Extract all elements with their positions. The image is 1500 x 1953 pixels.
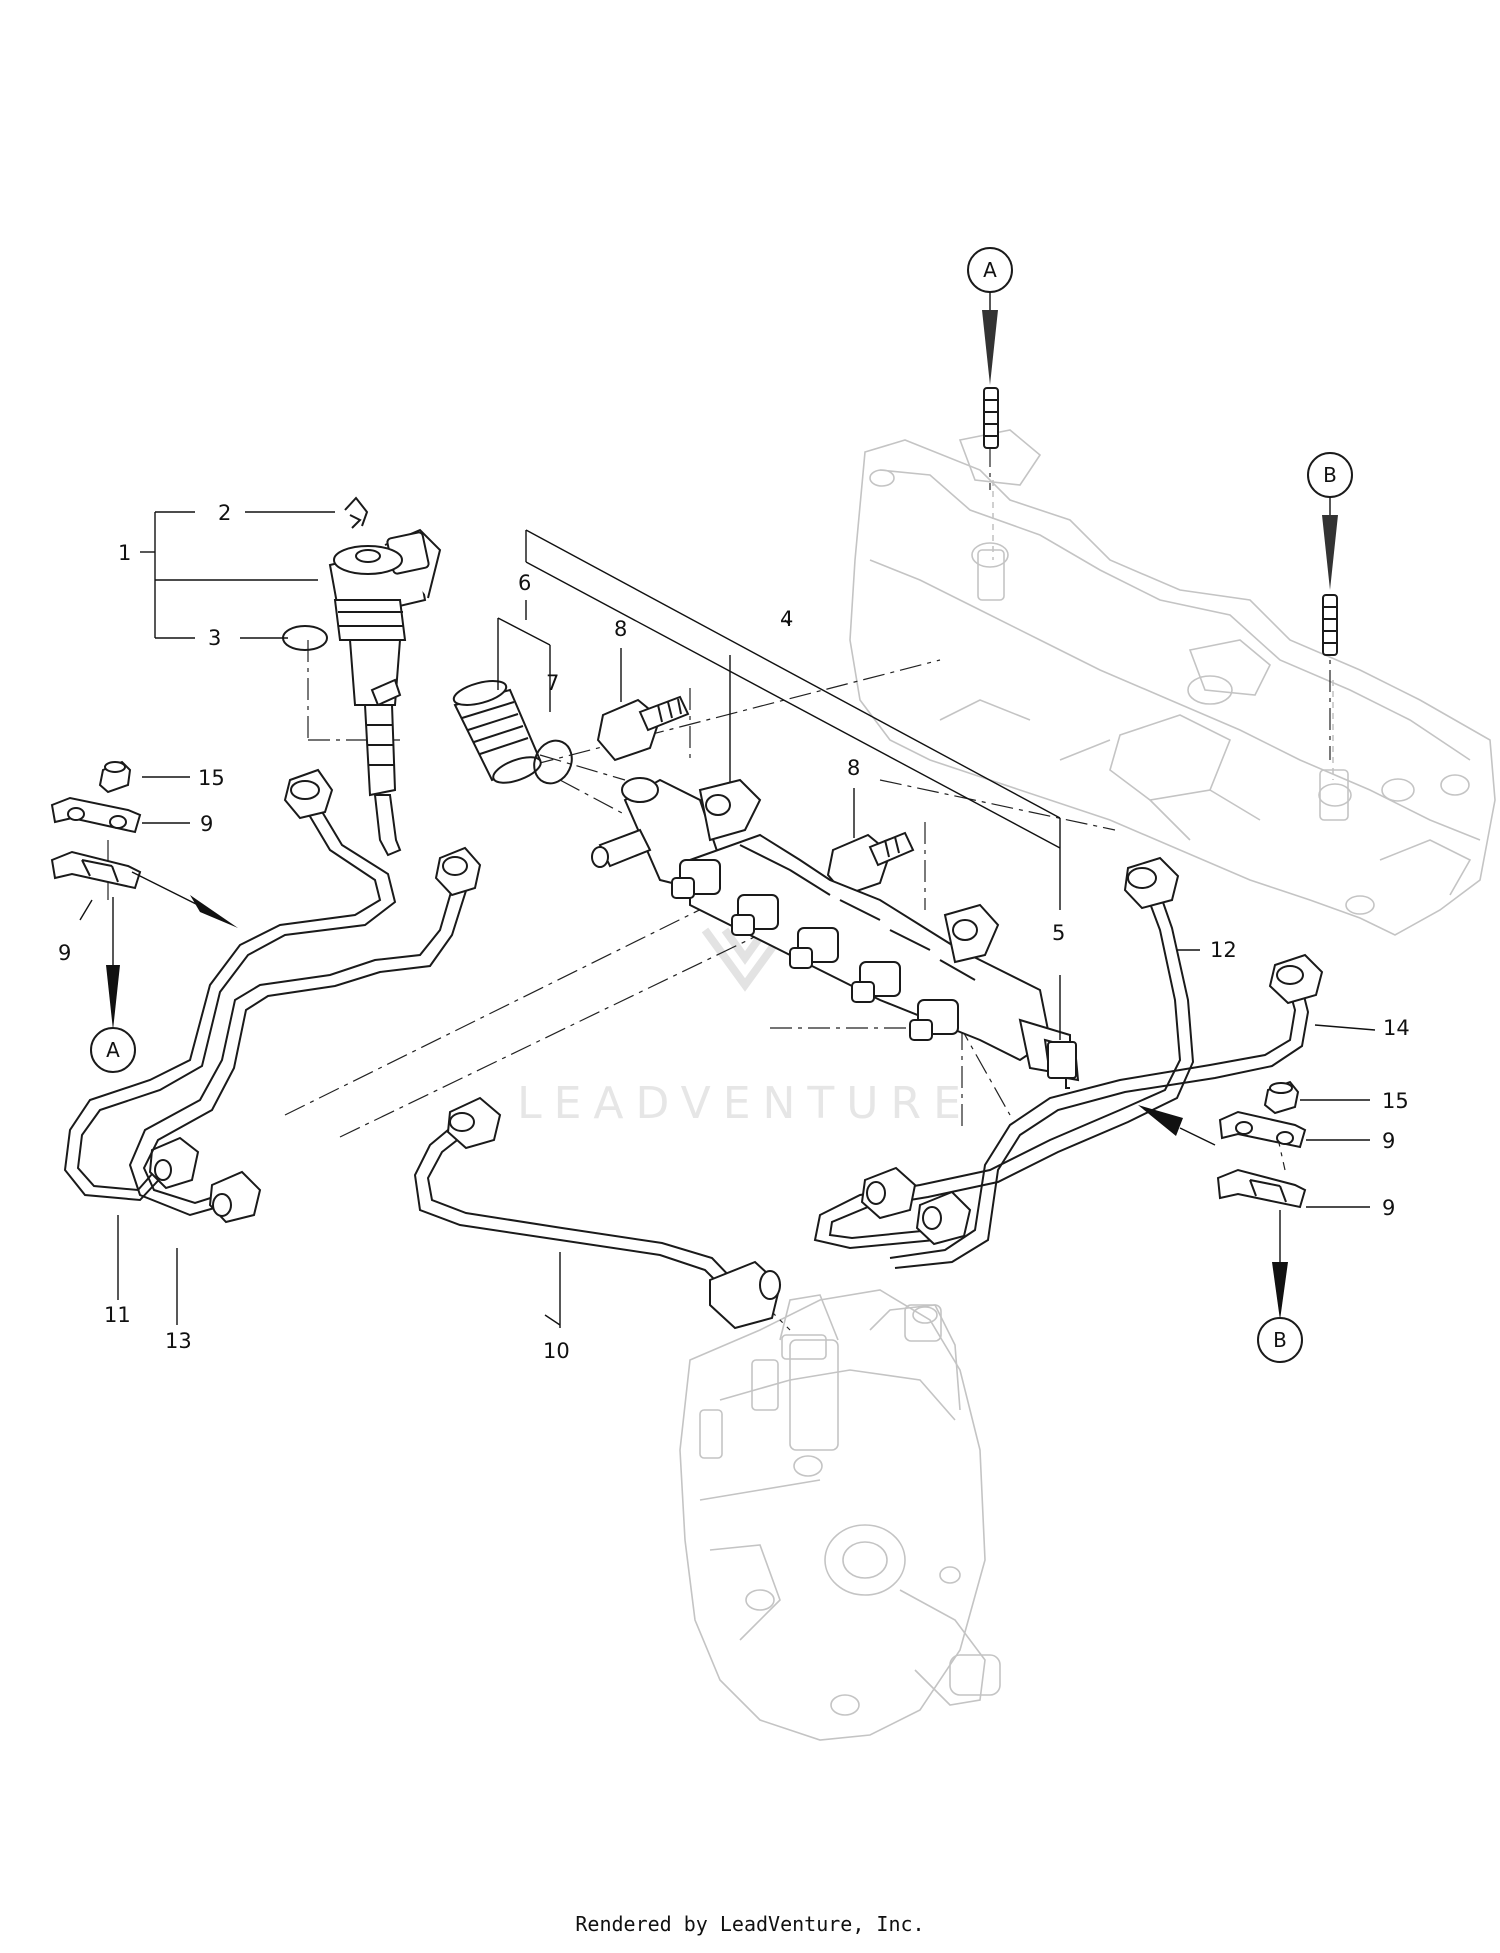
bolt-upper: [596, 695, 690, 762]
label-9-left-top: 9: [200, 812, 213, 836]
label-9-left-bottom: 9: [58, 941, 71, 965]
watermark-text: LEADVENTURE: [517, 1078, 973, 1129]
label-13: 13: [165, 1329, 192, 1353]
clamp-bottom-right: [1216, 1168, 1307, 1209]
rail-port-2: [731, 894, 779, 936]
label-5: 5: [1052, 921, 1065, 945]
clamp-nut-right: [1263, 1080, 1300, 1115]
fuel-line-10-nut-bottom: [709, 1260, 782, 1330]
fuel-line-14-nut-bottom: [915, 1190, 972, 1246]
label-7: 7: [546, 671, 559, 695]
label-15-right: 15: [1382, 1089, 1409, 1113]
callout-a-top: A: [967, 247, 1013, 449]
fuel-line-10-nut-top: [446, 1096, 502, 1150]
bolt-lower: [826, 831, 915, 897]
rail-port-1: [671, 859, 721, 899]
label-14: 14: [1383, 1016, 1410, 1040]
fuel-pump-ghost: [679, 1289, 1001, 1741]
leadventure-watermark: LEADVENTURE: [517, 927, 973, 1129]
rail-port-5: [909, 999, 959, 1041]
cylinder-head-ghost: [849, 429, 1496, 936]
o-ring: [533, 739, 573, 785]
arrow-left-clamp: [131, 871, 238, 928]
fuel-line-13-nut-top: [434, 846, 482, 897]
label-15-left: 15: [198, 766, 225, 790]
callout-b-top: B: [1307, 452, 1353, 656]
common-rail: [591, 777, 1080, 1089]
callout-b-bottom: B: [1257, 1210, 1303, 1363]
fuel-line-11-nut-top: [283, 768, 334, 820]
clamp-bottom-left: [50, 850, 142, 890]
fuel-line-12-nut-bottom: [860, 1166, 917, 1220]
footer-credit: Rendered by LeadVenture, Inc.: [575, 1912, 925, 1936]
fuel-line-10: [413, 1096, 782, 1330]
label-12: 12: [1210, 938, 1237, 962]
fuel-line-11-nut-bottom: [148, 1136, 200, 1190]
label-10: 10: [543, 1339, 570, 1363]
fuel-line-13: [128, 846, 482, 1224]
label-9-right-top: 9: [1382, 1129, 1395, 1153]
rail-port-3: [789, 927, 839, 969]
label-9-right-bottom: 9: [1382, 1196, 1395, 1220]
label-11: 11: [104, 1303, 131, 1327]
fuel-line-12: [813, 856, 1195, 1250]
callout-b-bottom-letter: B: [1273, 1328, 1287, 1352]
callout-a-left: A: [90, 897, 136, 1073]
label-6: 6: [518, 571, 531, 595]
label-4: 4: [780, 607, 793, 631]
fuel-line-11: [63, 768, 397, 1202]
callout-a-top-letter: A: [983, 258, 997, 282]
rail-plug: [452, 680, 542, 784]
fuel-line-14: [889, 953, 1324, 1269]
part-labels: 1 2 3 4 5 6 7 8 8 9 9 9 9 10 11 12 13 14…: [58, 501, 1410, 1363]
fuel-line-14-nut-top: [1268, 953, 1324, 1005]
clamp-top-right: [1218, 1110, 1307, 1149]
fuel-line-12-nut-top: [1123, 856, 1180, 910]
label-8-upper: 8: [614, 617, 627, 641]
label-3: 3: [208, 626, 221, 650]
callout-a-left-letter: A: [106, 1038, 120, 1062]
rail-port-4: [851, 961, 901, 1003]
leader-lines: [79, 511, 1376, 1328]
arrow-right-clamp: [1138, 1105, 1216, 1146]
callout-b-top-letter: B: [1323, 463, 1337, 487]
clamp-top-left: [50, 796, 142, 834]
fuel-line-13-nut-bottom: [208, 1170, 262, 1224]
label-8-lower: 8: [847, 756, 860, 780]
clamp-nut-left: [98, 760, 132, 794]
fuel-injector: [282, 496, 442, 857]
label-1: 1: [118, 541, 131, 565]
label-2: 2: [218, 501, 231, 525]
